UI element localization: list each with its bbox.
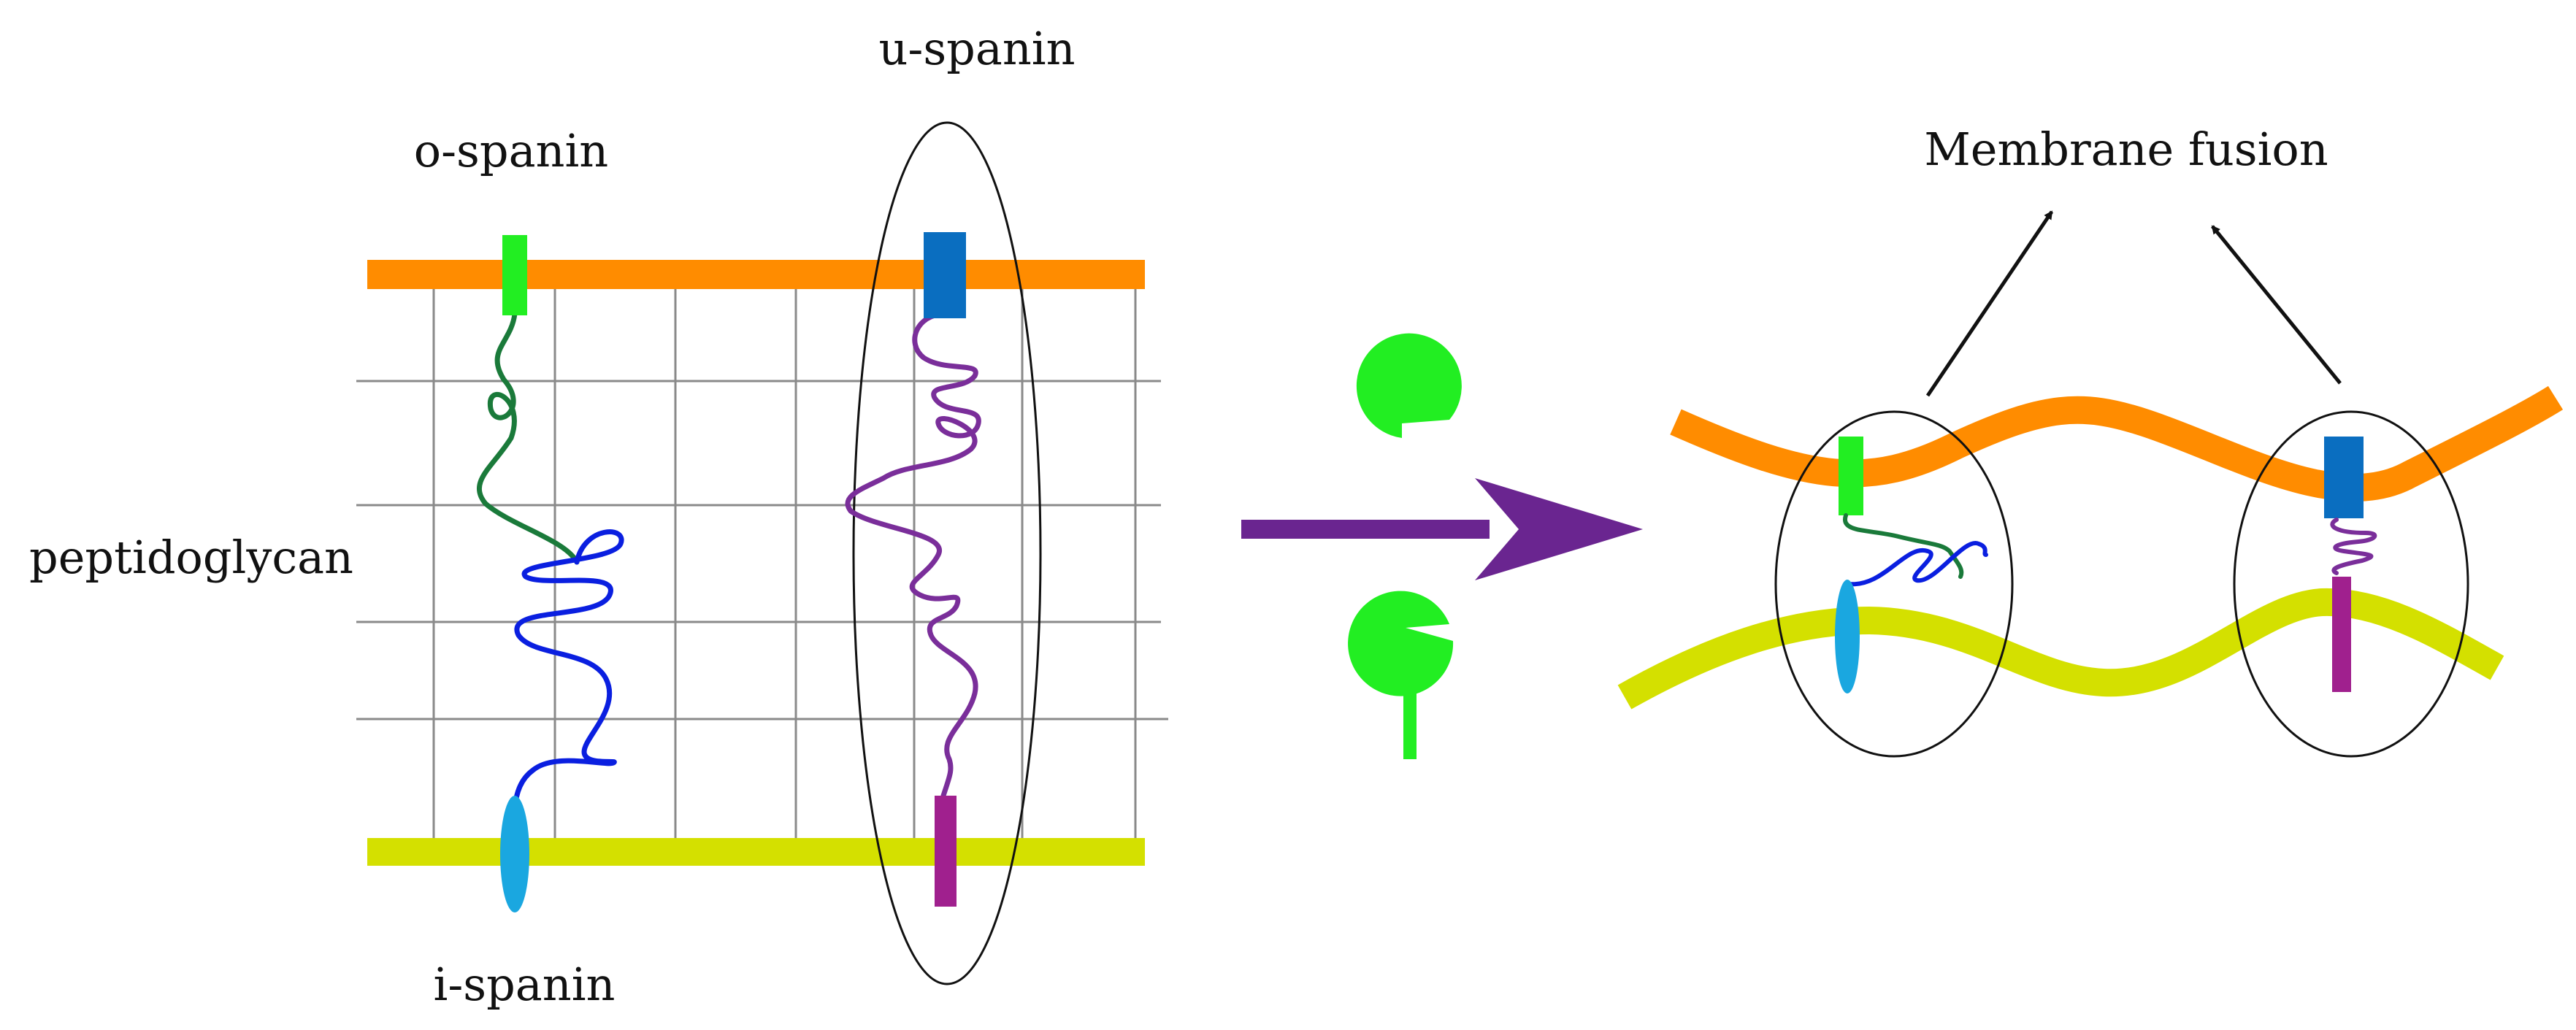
membrane-fusion-label: Membrane fusion xyxy=(1924,123,2328,176)
u-spanin-chain-fused xyxy=(2330,518,2377,575)
u-spanin-outline xyxy=(852,121,1042,985)
fused-outer-membrane xyxy=(1670,385,2564,501)
endopeptidase-icon xyxy=(1356,333,1462,438)
o-spanin-chain-fused xyxy=(1843,513,1964,579)
o-spanin-box-fused xyxy=(1839,437,1863,515)
u-spanin-label: u-spanin xyxy=(878,22,1075,75)
process-arrow-icon xyxy=(1241,478,1643,580)
fusion-site-right xyxy=(2233,410,2469,758)
i-spanin-chain-fused xyxy=(1847,541,1988,587)
u-spanin-box-fused xyxy=(2324,437,2364,518)
i-spanin-anchor-fused xyxy=(1835,580,1860,693)
u-spanin-anchor-fused xyxy=(2332,577,2351,692)
peptidoglycan-mesh xyxy=(356,285,1168,843)
o-spanin-label: o-spanin xyxy=(414,124,608,177)
membrane-bound-endopeptidase-icon xyxy=(1348,591,1454,759)
fusion-arrow-left xyxy=(1925,210,2054,397)
o-spanin-chain xyxy=(476,311,580,565)
u-spanin-box xyxy=(924,232,966,318)
i-spanin-chain xyxy=(512,529,624,813)
outer-membrane xyxy=(367,260,1145,289)
fusion-site-left xyxy=(1774,410,2014,758)
u-spanin-anchor xyxy=(935,796,957,907)
inner-membrane xyxy=(367,838,1145,866)
i-spanin-anchor xyxy=(500,796,529,912)
u-spanin-chain xyxy=(845,311,981,799)
fusion-arrow-right xyxy=(2211,225,2342,385)
i-spanin-label: i-spanin xyxy=(434,958,616,1011)
peptidoglycan-label: peptidoglycan xyxy=(29,531,353,584)
o-spanin-box xyxy=(502,235,527,315)
fused-inner-membrane xyxy=(1617,588,2504,710)
